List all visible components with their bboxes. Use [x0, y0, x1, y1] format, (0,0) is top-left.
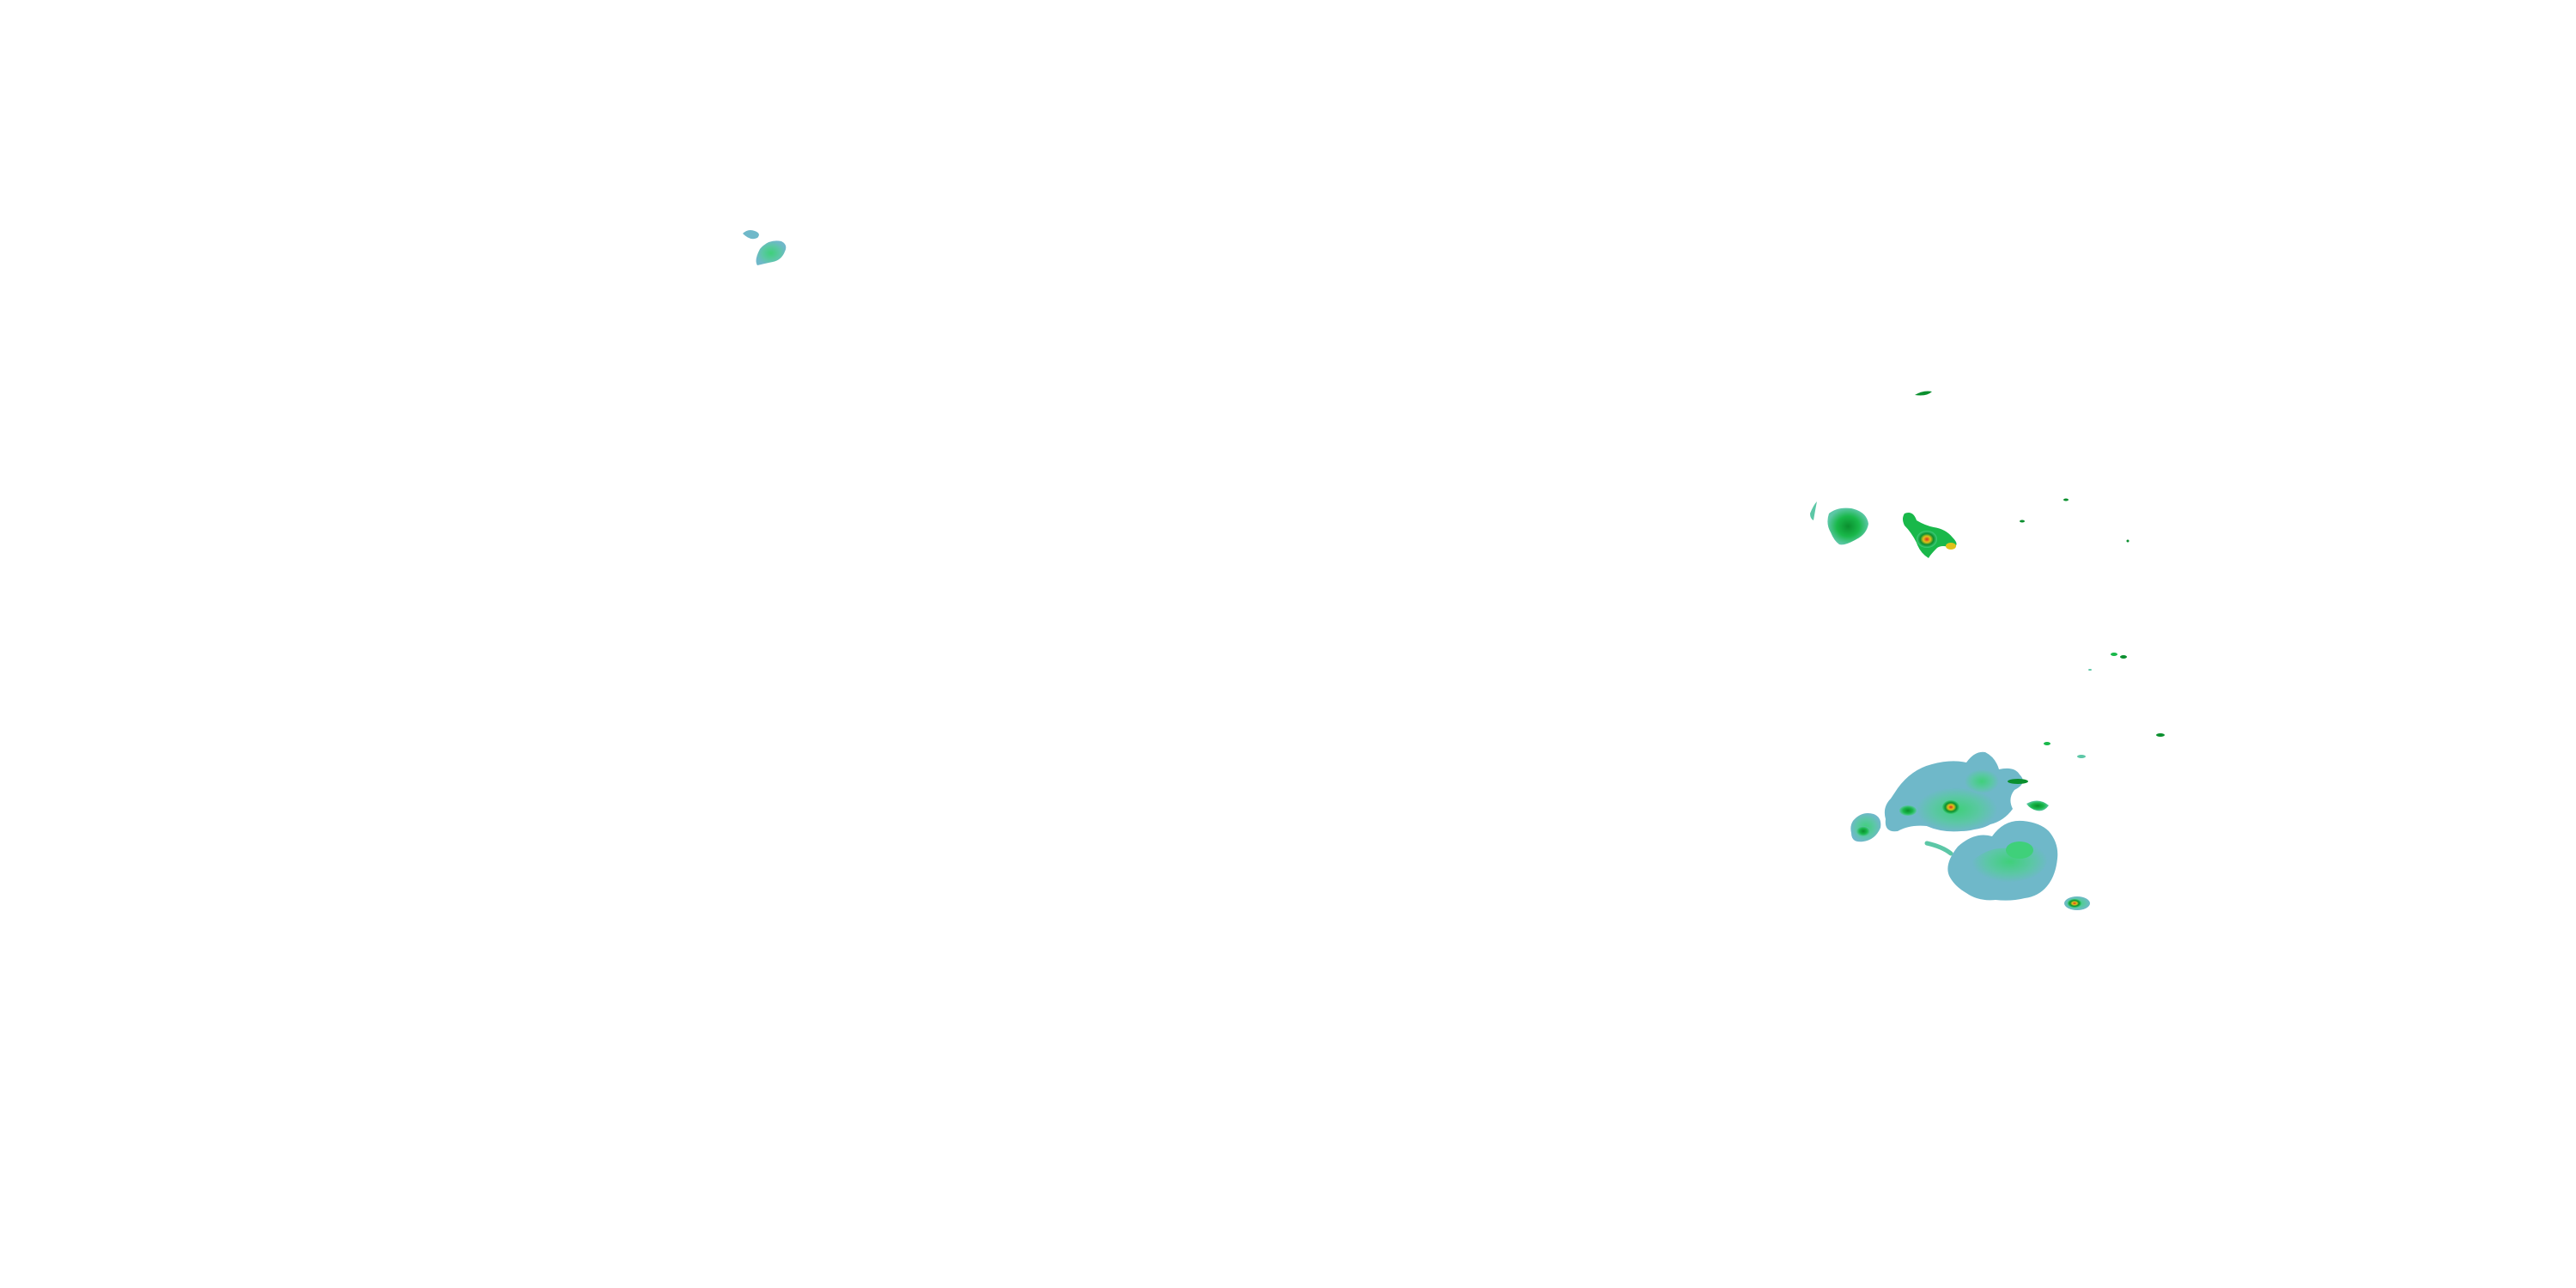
echo-main-complex-north: [1884, 751, 2049, 832]
echo-specks: [2020, 498, 2165, 758]
echo-cell-east-a: [1810, 501, 1868, 545]
echo-south-small: [2064, 896, 2090, 910]
echo-cell-northwest: [743, 230, 787, 265]
echo-cell-north-streak: [1915, 391, 1932, 396]
echo-cell-east-b: [1903, 513, 1957, 558]
echo-main-complex-south: [1924, 820, 2058, 901]
echo-west-satellite: [1850, 813, 1881, 842]
